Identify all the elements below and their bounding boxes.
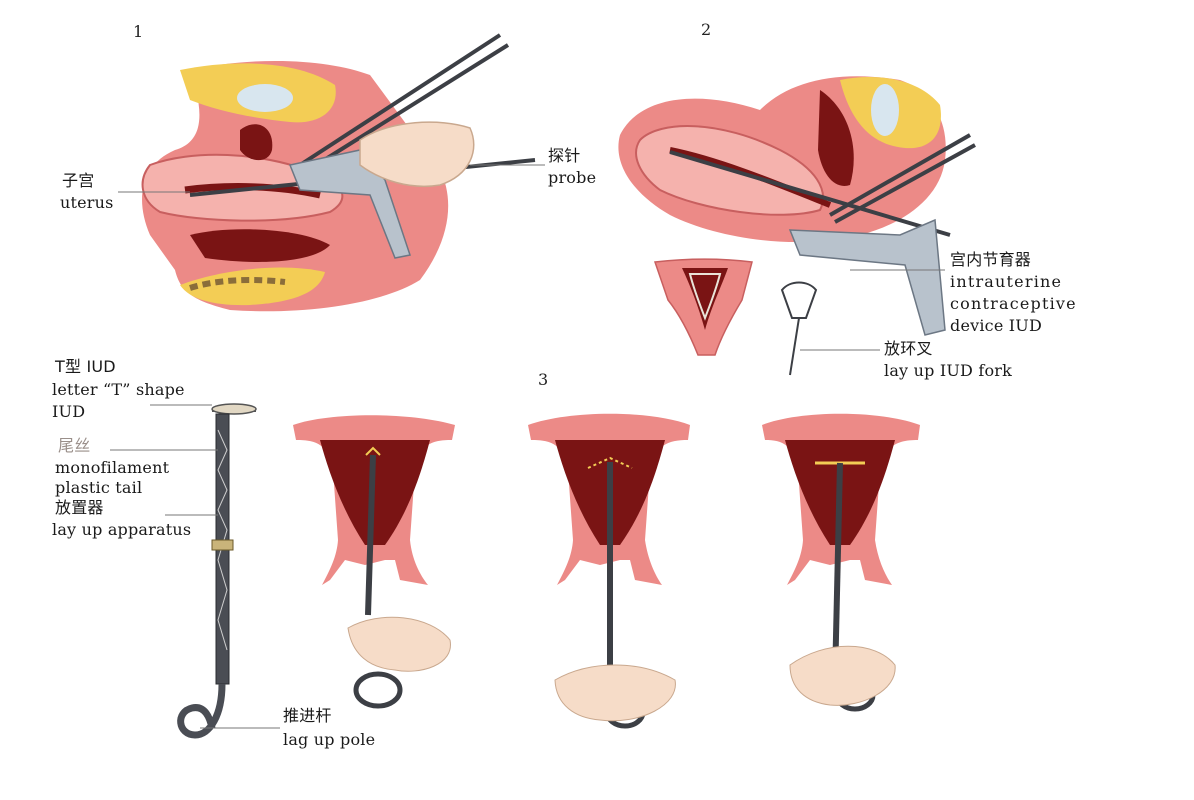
iud-folded-1 [365,446,381,456]
forceps-arm-1 [298,33,502,167]
iud-opening-2 [587,456,633,469]
panel-1-illustration [118,33,545,312]
label-apparatus-en: lay up apparatus [52,520,192,539]
panel-number-2: 2 [701,20,712,39]
label-apparatus-zh: 放置器 [55,498,104,517]
uterus-cavity-1 [320,440,430,545]
t-iud-head [211,403,257,415]
forceps-arm-2 [303,43,510,174]
label-tail-en-line1: monofilament [55,458,170,477]
label-tail-en-line2: plastic tail [55,478,143,497]
stage-uterus-3 [762,413,920,712]
label-t-iud-en-line2: IUD [52,402,86,421]
label-tail-zh: 尾丝 [58,436,91,455]
label-iud-zh: 宫内节育器 [950,250,1032,269]
iud-fork-rod [669,150,951,237]
apparatus-ring [211,539,234,551]
apparatus-rod-1 [365,454,376,616]
inset-iud-ring [688,273,722,321]
iud-fork-handle [789,317,800,376]
stage-uterus-1 [293,415,455,709]
bladder [237,84,293,112]
hand-3 [789,645,896,706]
label-uterus-en: uterus [60,193,114,212]
label-probe-en: probe [548,168,597,187]
rectum [180,267,325,306]
lag-up-pole-hook [177,683,226,739]
rectum-coil [189,277,286,291]
panel-number-3: 3 [538,370,549,389]
panel-2-illustration [618,76,976,376]
hand-1 [347,616,451,672]
apparatus-rod-3 [832,462,843,681]
panel-number-1: 1 [133,22,144,41]
stage-uterus-2 [528,413,690,729]
label-iud-en-line3: device IUD [950,316,1043,335]
iud-fork [780,281,818,319]
label-t-iud-zh: T型 IUD [55,357,116,376]
panel2-bladder [871,84,899,136]
label-fork-en: lay up IUD fork [884,361,1013,380]
cervix-fold [240,124,273,161]
panel-3-illustration [110,403,920,739]
panel2-forceps-1 [829,133,971,217]
apparatus-pattern [217,429,228,651]
panel2-posterior [818,90,854,186]
label-iud-en-line2: contraceptive [950,294,1077,313]
pole-ring-1 [353,671,403,709]
panel2-forceps-2 [834,143,976,224]
panel2-speculum [788,218,946,336]
hand-2 [554,664,676,722]
label-uterus-zh: 子宫 [62,171,95,190]
label-t-iud-en-line1: letter “T” shape [52,380,185,399]
label-pole-en: lag up pole [283,730,376,749]
label-probe-zh: 探针 [548,146,581,165]
label-fork-zh: 放环叉 [884,339,933,358]
label-iud-en-line1: intrauterine [950,272,1063,291]
posterior-cavity [190,229,330,262]
gloved-hand [359,121,475,188]
label-pole-zh: 推进杆 [283,706,332,725]
